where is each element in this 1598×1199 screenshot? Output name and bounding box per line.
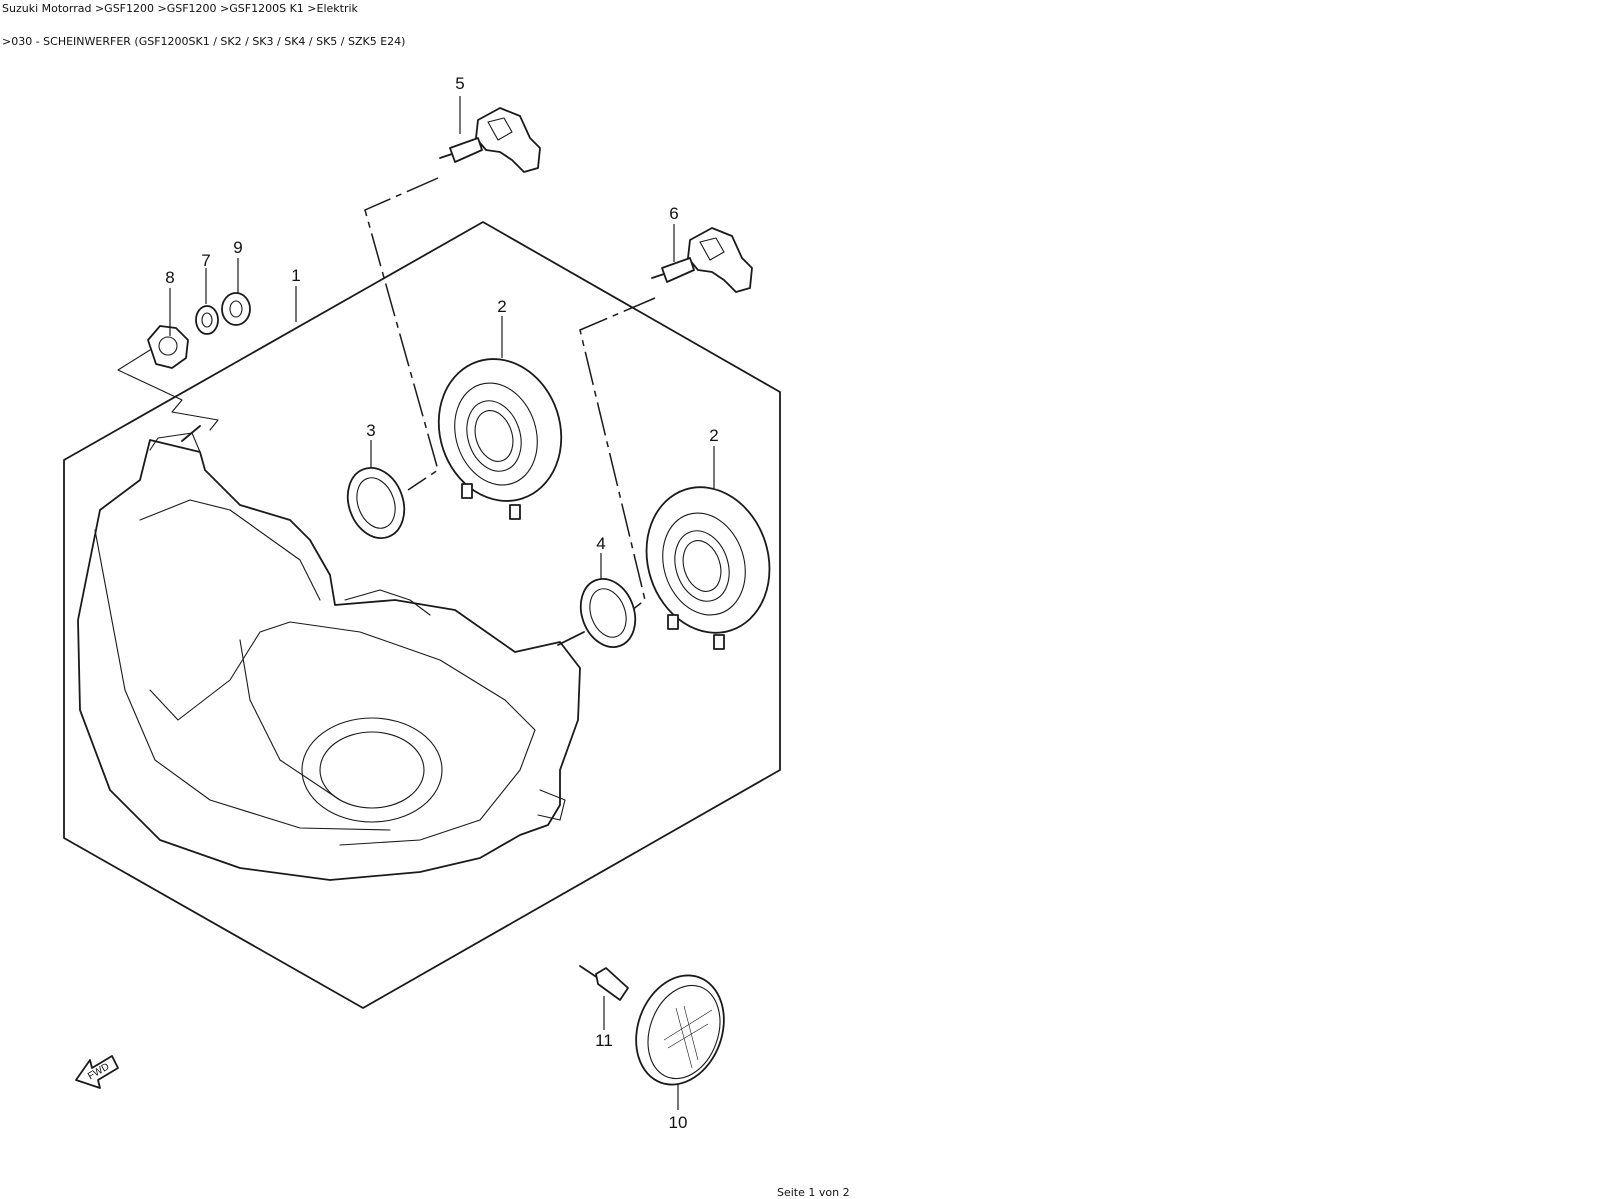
installation-line-6 — [579, 297, 656, 611]
callout-9: 9 — [233, 238, 242, 257]
breadcrumb: Suzuki Motorrad >GSF1200 >GSF1200 >GSF12… — [2, 2, 358, 15]
callout-4: 4 — [596, 534, 605, 553]
callout-8: 8 — [165, 268, 174, 287]
callout-leaders — [169, 96, 715, 1110]
cover-10-icon — [635, 974, 725, 1086]
callout-2-upper: 2 — [497, 297, 506, 316]
installation-line-5 — [364, 177, 439, 491]
ring-3-icon — [346, 467, 406, 539]
callout-11: 11 — [595, 1031, 613, 1050]
washer-7-icon — [195, 305, 219, 335]
callout-2-lower: 2 — [709, 426, 718, 445]
bulb-5-icon — [439, 107, 541, 173]
callout-1: 1 — [291, 266, 300, 285]
fwd-arrow-icon: FWD — [75, 1055, 119, 1089]
bulb-holder-2-lower-icon — [645, 486, 771, 650]
assembly-frame — [63, 221, 781, 1009]
headlight-housing — [77, 425, 585, 881]
screw-11-icon — [579, 965, 629, 1001]
callout-3: 3 — [366, 421, 375, 440]
callout-6: 6 — [669, 204, 678, 223]
callout-10: 10 — [669, 1113, 688, 1132]
page-footer: Seite 1 von 2 — [777, 1186, 850, 1199]
callout-7: 7 — [201, 251, 210, 270]
grommet-9-icon — [221, 292, 251, 326]
bulb-holder-2-upper-icon — [437, 358, 563, 520]
installation-line-8 — [117, 349, 219, 431]
page-title: >030 - SCHEINWERFER (GSF1200SK1 / SK2 / … — [2, 35, 406, 48]
bulb-6-icon — [651, 227, 753, 293]
callout-5: 5 — [455, 74, 464, 93]
ring-4-icon — [579, 578, 637, 648]
nut-8-icon — [147, 325, 189, 369]
